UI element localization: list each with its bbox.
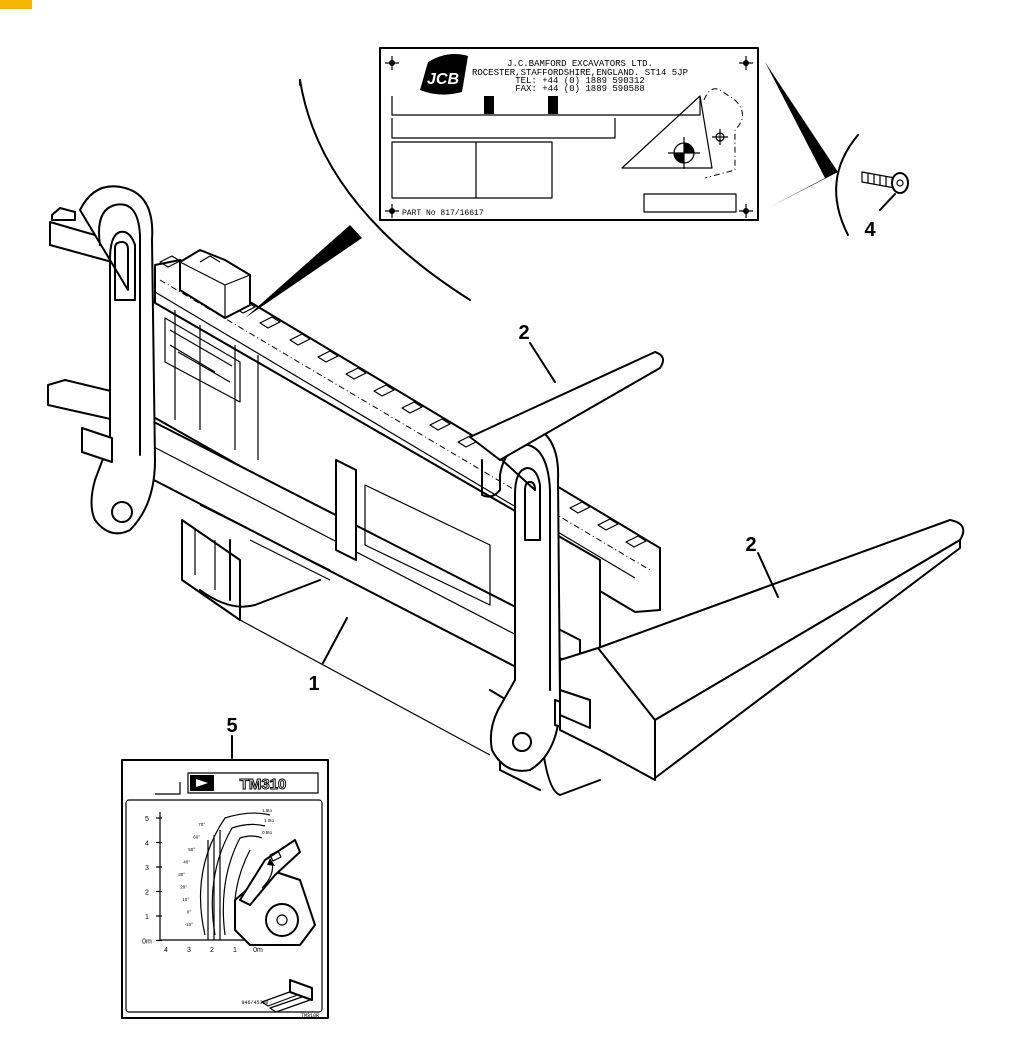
bolt-icon	[861, 171, 909, 194]
y-tick-label: 4	[145, 841, 149, 848]
load-chart-decal: TM310 5 4 3 2 1 0m 4 3 2 1 0m 70° 60° 50° 40° 30° 20° 1…	[121, 759, 329, 1019]
angle-label: 30°	[178, 872, 185, 877]
angle-labels: 70° 60° 50° 40° 30° 20° 10° 0° -10°	[178, 822, 205, 927]
callout-1: 1	[308, 673, 319, 695]
load-chart-code: 946/45300	[241, 1000, 268, 1006]
load-chart-y-axis: 5 4 3 2 1 0m	[142, 816, 162, 946]
load-chart-model: TM310	[240, 776, 287, 793]
x-tick-label: 1	[233, 947, 237, 954]
angle-label: 70°	[198, 822, 205, 827]
bolt-detail	[765, 62, 909, 236]
callout-4: 4	[864, 219, 876, 241]
plate-address: ROCESTER,STAFFORDSHIRE,ENGLAND. ST14 5JP	[472, 68, 688, 78]
angle-label: 40°	[183, 860, 190, 865]
identification-plate: JCB J.C.BAMFORD EXCAVATORS LTD. ROCESTER…	[379, 47, 759, 221]
decal-zoom-callout	[245, 79, 471, 318]
y-tick-label: 1	[145, 914, 149, 921]
angle-label: 60°	[193, 835, 200, 840]
telehandler-icon	[234, 839, 316, 946]
load-chart-x-axis: 4 3 2 1 0m	[164, 947, 263, 954]
angle-label: 20°	[180, 885, 187, 890]
angle-label: 0°	[187, 910, 192, 915]
angle-label: 10°	[182, 897, 189, 902]
x-tick-label: 4	[164, 947, 168, 954]
plate-company: J.C.BAMFORD EXCAVATORS LTD.	[507, 59, 653, 69]
load-label: 0.5to	[262, 830, 273, 835]
jcb-badge-icon	[190, 775, 214, 791]
reach-envelope	[199, 812, 271, 940]
x-tick-label: 0m	[253, 947, 263, 954]
y-tick-label: 2	[145, 890, 149, 897]
logo-text: JCB	[427, 71, 459, 88]
angle-label: -10°	[185, 922, 194, 927]
callout-2-upper: 2	[518, 322, 529, 344]
load-label: 1.5to	[262, 808, 273, 813]
y-tick-label: 5	[145, 816, 149, 823]
fork-carriage-assembly	[47, 185, 965, 796]
load-label: 1.0to	[264, 818, 275, 823]
plate-fax: FAX: +44 (0) 1889 590588	[515, 84, 645, 94]
y-tick-label: 0m	[142, 939, 152, 946]
x-tick-label: 3	[187, 947, 191, 954]
callouts: 1 2 2 4 5	[226, 219, 876, 759]
plate-tel: TEL: +44 (0) 1889 590312	[515, 76, 645, 86]
fork-icon	[261, 979, 313, 1013]
header-tab	[0, 0, 32, 9]
angle-label: 50°	[188, 847, 195, 852]
jcb-logo-icon: JCB	[420, 54, 468, 95]
load-chart-corner-code: TM310R	[301, 1013, 319, 1019]
callout-2-lower: 2	[745, 534, 756, 556]
x-tick-label: 2	[210, 947, 214, 954]
y-tick-label: 3	[145, 865, 149, 872]
callout-5: 5	[226, 715, 237, 737]
plate-part-number: PART No 817/16617	[402, 209, 484, 218]
